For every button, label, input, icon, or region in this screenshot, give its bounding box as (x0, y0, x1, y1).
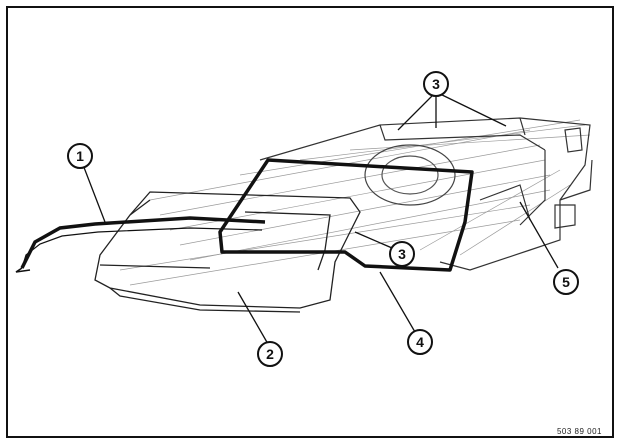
callout-1-label: 1 (76, 148, 84, 164)
reference-code: 503 89 001 (556, 427, 602, 436)
callout-3-mid-label: 3 (398, 246, 406, 262)
rear-housing (259, 117, 593, 271)
callout-2-label: 2 (266, 346, 274, 362)
callout-3-top: 3 (423, 71, 449, 97)
callout-4-label: 4 (416, 334, 424, 350)
callout-2: 2 (257, 341, 283, 367)
seal-gasket (218, 158, 474, 272)
leader-lines (79, 91, 559, 345)
callout-3-mid: 3 (389, 241, 415, 267)
callout-4: 4 (407, 329, 433, 355)
callout-1: 1 (67, 143, 93, 169)
callout-5: 5 (553, 269, 579, 295)
callout-3-top-label: 3 (432, 76, 440, 92)
front-lens (94, 191, 361, 313)
trim-strip (15, 216, 266, 273)
callout-5-label: 5 (562, 274, 570, 290)
